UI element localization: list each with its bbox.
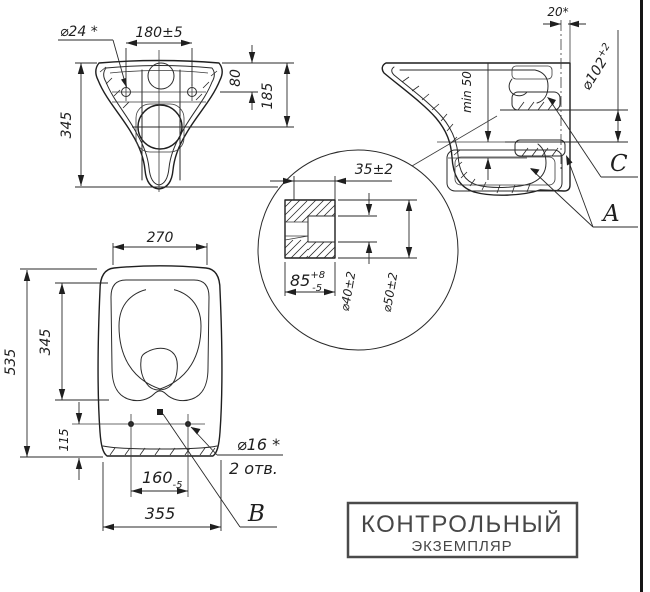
side-rim-channel (511, 65, 553, 80)
top-datum-point (157, 409, 163, 415)
leader-line-c (548, 98, 602, 178)
stamp-line2: ЭКЗЕМПЛЯР (411, 538, 512, 555)
top-seat-outline (110, 279, 210, 402)
front-flush-inlet-circle (147, 62, 175, 90)
zone-label-c: C (610, 151, 628, 177)
side-outlet-outer (446, 149, 563, 192)
zone-label-b: B (247, 501, 265, 527)
stamp-line1: КОНТРОЛЬНЫЙ (361, 510, 563, 538)
leader-line-b (162, 413, 241, 528)
leader-line (112, 39, 127, 87)
dim-label-270: 270 (147, 230, 174, 246)
detail-spigot-section (284, 199, 336, 259)
side-rim-underside (399, 69, 549, 104)
dim-label-d102: ⌀102+2 (577, 41, 619, 93)
front-view: 180±5 ⌀24 * 345 80 185 (58, 24, 294, 192)
dim-label-185: 185 (260, 83, 276, 110)
dim-label-d24: ⌀24 * (60, 24, 98, 40)
dim-label-35: 35±2 (355, 162, 394, 178)
dim-label-355: 355 (145, 504, 176, 523)
detail-connector-line (411, 115, 498, 167)
dim-label-345-top: 345 (38, 329, 54, 356)
top-drain-hole (140, 347, 178, 391)
dim-label-85: 85+8-5 (290, 270, 325, 294)
side-bowl-inner (391, 66, 547, 188)
dim-label-160: 160-5 (142, 468, 183, 491)
side-rim-jet (508, 78, 528, 97)
dim-label-d16: ⌀16 * (237, 435, 280, 454)
side-hatch-ticks (401, 76, 559, 194)
side-section-view: 20* ⌀102+2 min 50 C A (381, 5, 638, 228)
top-plan-view: 270 535 345 115 160-5 355 ⌀16 * 2 от (3, 230, 283, 531)
dim-label-535: 535 (3, 349, 19, 376)
detail-bore-small (284, 221, 309, 241)
detail-view: 35±2 85+8-5 ⌀40±2 ⌀50±2 (257, 115, 498, 351)
top-outer-outline (97, 265, 223, 457)
front-outer-outline (95, 59, 223, 190)
control-stamp: КОНТРОЛЬНЫЙ ЭКЗЕМПЛЯР (346, 501, 579, 559)
leader-line-a (530, 168, 594, 228)
dim-label-20: 20* (547, 5, 568, 19)
holes-count-note: 2 отв. (229, 459, 278, 478)
top-band-ticks (109, 447, 216, 456)
detail-hatch (284, 199, 336, 259)
stamp-border (346, 501, 579, 559)
dim-label-min50: min 50 (460, 71, 474, 113)
top-bottom-band (102, 445, 218, 450)
zone-label-a: A (601, 201, 620, 227)
front-inner-outline (103, 65, 215, 186)
dim-label-d40: ⌀40±2 (338, 270, 359, 312)
front-hatch-ticks (99, 66, 218, 109)
front-drain-platform (135, 103, 185, 153)
dim-label-d50: ⌀50±2 (380, 271, 401, 313)
detail-circle (257, 149, 459, 351)
side-outlet-inner (454, 156, 556, 186)
dim-label-345-front: 345 (59, 112, 75, 139)
leader-line-a (566, 156, 594, 228)
top-bowl-inner (118, 287, 202, 390)
detail-bore-large (307, 215, 336, 243)
side-outer-outline (381, 62, 571, 196)
dim-label-180: 180±5 (135, 25, 182, 41)
top-bowl-gap (146, 283, 174, 292)
side-spud-lower-wall (514, 139, 566, 157)
dim-label-115: 115 (57, 429, 71, 452)
dim-label-80: 80 (228, 69, 244, 87)
